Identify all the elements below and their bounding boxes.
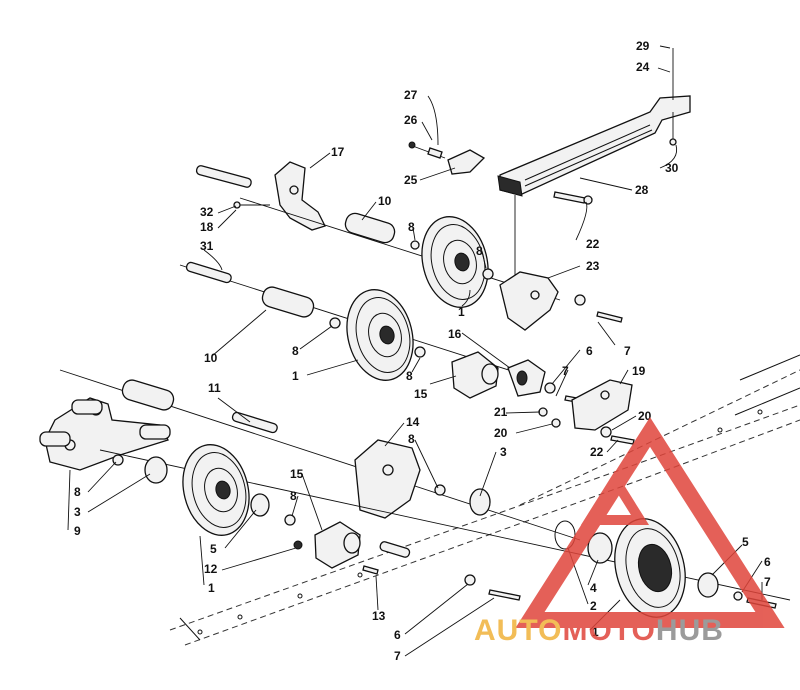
callout-15-upper: 15 <box>414 387 428 401</box>
callout-11: 11 <box>208 381 221 395</box>
watermark-triangle-icon <box>515 417 785 628</box>
callout-6-a: 6 <box>586 344 593 358</box>
callout-1-lower-left: 1 <box>208 581 215 595</box>
lower-bracket-9 <box>39 397 171 471</box>
callout-6-c: 6 <box>764 555 771 569</box>
middle-blocks <box>451 351 635 445</box>
callout-7-c: 7 <box>394 649 401 663</box>
callout-3-right: 3 <box>500 445 507 459</box>
callout-30: 30 <box>665 161 679 175</box>
callout-21: 21 <box>494 405 508 419</box>
callout-22-lower: 22 <box>590 445 604 459</box>
callout-28: 28 <box>635 183 649 197</box>
callout-19: 19 <box>632 364 646 378</box>
callout-5-right: 5 <box>742 535 749 549</box>
callout-1-upper: 1 <box>458 305 465 319</box>
watermark-logo: AUTOMOTOHUB <box>474 417 785 647</box>
callout-12: 12 <box>204 562 218 576</box>
callout-32: 32 <box>200 205 214 219</box>
top-arm-assembly <box>408 48 691 280</box>
watermark-hub: HUB <box>656 614 724 647</box>
callout-20-a: 20 <box>494 426 508 440</box>
callout-numbers: 29 24 27 26 17 25 30 28 32 18 10 8 22 31… <box>74 39 771 663</box>
lower-block-15 <box>293 521 521 601</box>
callout-7-a: 7 <box>624 344 631 358</box>
callout-8-e: 8 <box>408 432 415 446</box>
callout-5-left: 5 <box>210 542 217 556</box>
callout-24: 24 <box>636 60 650 74</box>
callout-1-middle: 1 <box>292 369 299 383</box>
callout-10-upper: 10 <box>378 194 392 208</box>
callout-8-d: 8 <box>406 369 413 383</box>
bracket-17 <box>195 161 326 231</box>
callout-16: 16 <box>448 327 462 341</box>
callout-20-b: 20 <box>638 409 652 423</box>
callout-8-upper: 8 <box>408 220 415 234</box>
callout-26: 26 <box>404 113 418 127</box>
callout-8-f: 8 <box>74 485 81 499</box>
callout-15-lower: 15 <box>290 467 304 481</box>
leader-lines <box>67 45 763 657</box>
callout-13: 13 <box>372 609 386 623</box>
callout-27: 27 <box>404 88 418 102</box>
watermark-moto: MOTO <box>562 614 655 647</box>
callout-25: 25 <box>404 173 418 187</box>
callout-2: 2 <box>590 599 597 613</box>
callout-3-left: 3 <box>74 505 81 519</box>
watermark-auto: AUTO <box>474 614 562 647</box>
callout-8-c: 8 <box>292 344 299 358</box>
watermark-text: AUTOMOTOHUB <box>474 614 724 647</box>
callout-10-lower: 10 <box>204 351 218 365</box>
callout-22-upper: 22 <box>586 237 600 251</box>
callout-17: 17 <box>331 145 345 159</box>
callout-9: 9 <box>74 524 81 538</box>
middle-axle <box>179 261 541 381</box>
callout-4: 4 <box>590 581 597 595</box>
callout-18: 18 <box>200 220 214 234</box>
callout-14: 14 <box>406 415 420 429</box>
callout-29: 29 <box>636 39 650 53</box>
plate-23 <box>499 271 623 331</box>
callout-23: 23 <box>586 259 600 273</box>
callout-31: 31 <box>200 239 214 253</box>
callout-8-b: 8 <box>476 244 483 258</box>
callout-7-d: 7 <box>764 575 771 589</box>
callout-6-b: 6 <box>394 628 401 642</box>
callout-8-g: 8 <box>290 489 297 503</box>
callout-1-lower-right: 1 <box>592 625 599 639</box>
plate-14 <box>354 439 491 519</box>
watermark-inner-triangle-icon <box>580 470 650 525</box>
lower-spacers <box>59 369 581 541</box>
callout-7-b: 7 <box>562 364 569 378</box>
lower-right-wheel <box>554 518 777 618</box>
